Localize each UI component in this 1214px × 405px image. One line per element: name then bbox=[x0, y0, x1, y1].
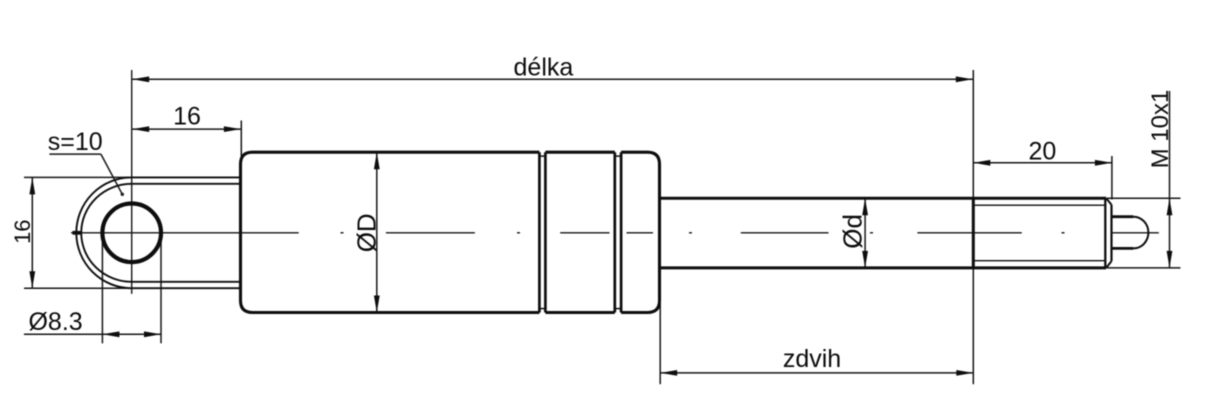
svg-text:s=10: s=10 bbox=[48, 128, 103, 156]
svg-text:délka: délka bbox=[514, 54, 574, 82]
svg-text:Ø8.3: Ø8.3 bbox=[28, 308, 82, 336]
svg-text:M 10x1: M 10x1 bbox=[1147, 90, 1174, 169]
svg-text:16: 16 bbox=[173, 103, 201, 131]
svg-text:ØD: ØD bbox=[351, 213, 381, 252]
svg-text:zdvih: zdvih bbox=[783, 345, 841, 373]
svg-text:16: 16 bbox=[10, 219, 35, 243]
svg-text:Ød: Ød bbox=[838, 214, 868, 249]
svg-text:20: 20 bbox=[1028, 138, 1056, 166]
